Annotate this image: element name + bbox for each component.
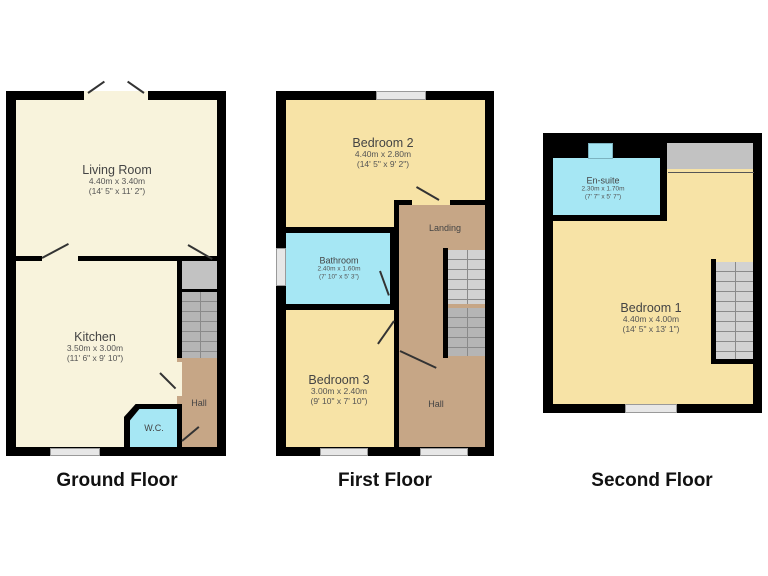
window <box>320 448 368 456</box>
floor-title-ground: Ground Floor <box>56 470 178 491</box>
room-ensuite <box>553 158 660 215</box>
room-label-bedroom-3: Bedroom 3 3.00m x 2.40m (9' 10" x 7' 10"… <box>308 373 370 407</box>
room-label-kitchen: Kitchen 3.50m x 3.00m (11' 6" x 9' 10") <box>66 330 124 364</box>
internal-wall <box>16 256 217 261</box>
window <box>50 448 100 456</box>
room-label-landing: Landing <box>428 222 462 233</box>
internal-wall <box>177 256 182 416</box>
window <box>625 404 677 413</box>
staircase-up <box>448 250 485 304</box>
room-bathroom <box>286 233 390 304</box>
doorway <box>42 256 78 261</box>
room-label-living-room: Living Room 4.40m x 3.40m (14' 5" x 11' … <box>82 163 152 197</box>
skylight <box>588 143 613 159</box>
doorway <box>177 362 182 396</box>
room-label-ensuite: En-suite 2.30m x 1.70m (7' 7" x 5' 7") <box>581 175 625 201</box>
window <box>420 448 468 456</box>
room-label-bedroom-1: Bedroom 1 4.40m x 4.00m (14' 5" x 13' 1"… <box>620 301 682 335</box>
room-ground-hall <box>177 358 217 447</box>
french-doors <box>84 91 148 100</box>
internal-wall <box>394 200 399 447</box>
room-living-room <box>16 100 217 256</box>
window <box>276 248 286 286</box>
staircase <box>182 292 217 358</box>
internal-wall <box>711 259 716 364</box>
floor-title-second: Second Floor <box>591 470 713 491</box>
internal-wall <box>443 248 448 358</box>
room-label-bedroom-2: Bedroom 2 4.40m x 2.80m (14' 5" x 9' 2") <box>352 136 414 170</box>
room-label-first-hall: Hall <box>428 398 444 409</box>
staircase <box>716 262 753 359</box>
room-bedroom-3 <box>286 310 394 447</box>
staircase-down <box>448 308 485 356</box>
room-label-wc: W.C. <box>144 422 164 433</box>
doorway <box>412 200 450 205</box>
room-label-hall: Hall <box>191 397 207 408</box>
storage-cupboard <box>182 261 217 289</box>
room-wc <box>130 409 177 447</box>
internal-wall <box>711 359 753 364</box>
bifold-doors <box>668 172 754 173</box>
room-label-bathroom: Bathroom 2.40m x 1.60m (7' 10" x 5' 3") <box>317 255 361 281</box>
floor-title-first: First Floor <box>338 470 432 491</box>
eaves-storage <box>667 143 753 169</box>
window <box>376 91 426 100</box>
